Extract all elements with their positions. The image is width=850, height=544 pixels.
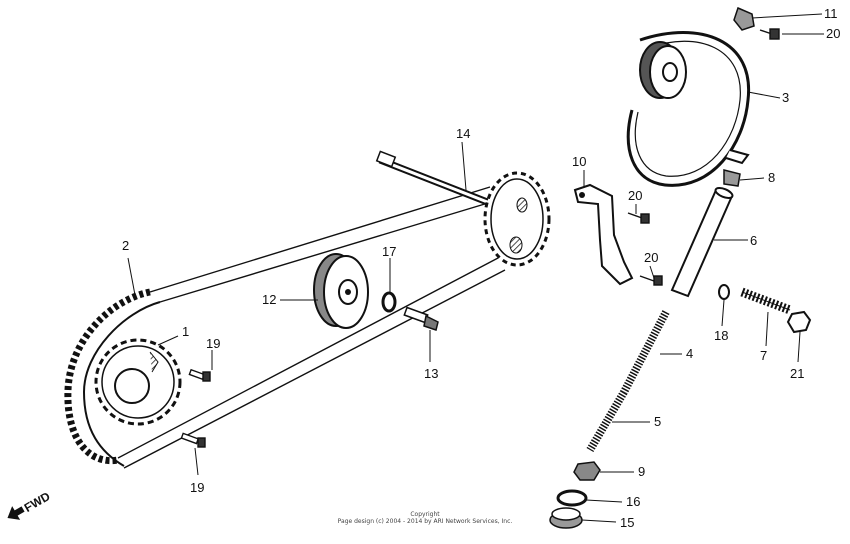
callout-15[interactable]: 15 bbox=[620, 515, 634, 530]
washer-17 bbox=[381, 291, 397, 313]
guide-tube bbox=[670, 186, 734, 298]
callout-6[interactable]: 6 bbox=[750, 233, 757, 248]
callout-18[interactable]: 18 bbox=[714, 328, 728, 343]
callout-20-top[interactable]: 20 bbox=[826, 26, 840, 41]
callout-2[interactable]: 2 bbox=[122, 238, 129, 253]
copyright-line-1: Copyright bbox=[410, 511, 440, 518]
forward-arrow-icon bbox=[7, 506, 25, 520]
washer-18 bbox=[718, 284, 730, 300]
shaft-assembly bbox=[375, 150, 551, 267]
callout-21[interactable]: 21 bbox=[790, 366, 804, 381]
callout-3[interactable]: 3 bbox=[782, 90, 789, 105]
callout-14[interactable]: 14 bbox=[456, 126, 470, 141]
spring-5 bbox=[586, 389, 628, 453]
callout-20-mid[interactable]: 20 bbox=[628, 188, 642, 203]
screw-19-upper bbox=[188, 368, 211, 382]
screw-20-mid bbox=[627, 212, 650, 224]
clip-11 bbox=[733, 6, 755, 31]
callout-7[interactable]: 7 bbox=[760, 348, 767, 363]
callouts: 1 2 3 4 5 6 7 8 9 10 11 12 13 14 15 16 1… bbox=[122, 6, 840, 530]
washer-16 bbox=[556, 489, 588, 507]
callout-12[interactable]: 12 bbox=[262, 292, 276, 307]
plate-roller bbox=[639, 41, 687, 99]
copyright-line-2: Page design (c) 2004 - 2014 by ARI Netwo… bbox=[337, 518, 513, 525]
leader-lines bbox=[127, 13, 824, 523]
callout-19-upper[interactable]: 19 bbox=[206, 336, 220, 351]
tube-cap bbox=[723, 169, 741, 187]
callout-4[interactable]: 4 bbox=[686, 346, 693, 361]
adjuster-bolt bbox=[740, 287, 792, 315]
fitting-9 bbox=[573, 461, 601, 481]
idler-roller bbox=[313, 253, 369, 329]
screw-20-low bbox=[639, 275, 663, 286]
callout-5[interactable]: 5 bbox=[654, 414, 661, 429]
tensioner-plate bbox=[626, 31, 751, 187]
callout-10[interactable]: 10 bbox=[572, 154, 586, 169]
drive-sprocket bbox=[94, 338, 182, 426]
callout-9[interactable]: 9 bbox=[638, 464, 645, 479]
tensioner-arm bbox=[573, 183, 634, 286]
screw-19-lower bbox=[180, 432, 206, 448]
bolt-13 bbox=[403, 306, 439, 331]
callout-8[interactable]: 8 bbox=[768, 170, 775, 185]
callout-1[interactable]: 1 bbox=[182, 324, 189, 339]
screw-20-top bbox=[759, 28, 780, 40]
callout-19-lower[interactable]: 19 bbox=[190, 480, 204, 495]
plug-15 bbox=[549, 507, 583, 529]
callout-17[interactable]: 17 bbox=[382, 244, 396, 259]
callout-20-low[interactable]: 20 bbox=[644, 250, 658, 265]
callout-13[interactable]: 13 bbox=[424, 366, 438, 381]
callout-16[interactable]: 16 bbox=[626, 494, 640, 509]
callout-11[interactable]: 11 bbox=[824, 6, 838, 21]
drive-chain bbox=[64, 186, 506, 469]
spring-4 bbox=[620, 310, 670, 394]
nut-21 bbox=[786, 310, 812, 334]
